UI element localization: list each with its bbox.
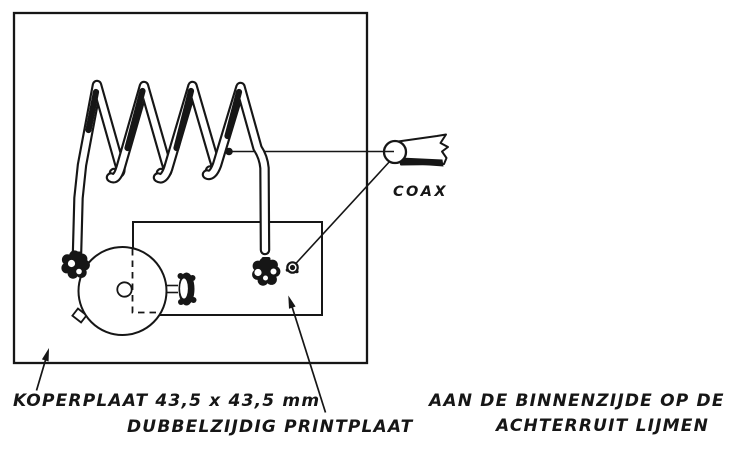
small-terminal-eyelet (285, 261, 299, 274)
solder-terminal-right (252, 257, 281, 286)
disc-center-hole (116, 281, 133, 298)
solder-terminal-left (61, 250, 90, 279)
arrow-printplaat (288, 295, 327, 413)
disc-tab (71, 307, 88, 324)
printplaat-label: DUBBELZIJDIG PRINTPLAAT (127, 417, 414, 437)
coax-connector (382, 133, 449, 167)
arrow-koperplaat (35, 348, 49, 391)
coax-shield-band (400, 157, 444, 167)
knurled-knob (166, 272, 197, 306)
koperplaat-label: KOPERPLAAT 43,5 x 43,5 mm (13, 391, 321, 411)
trimmer-disc (71, 246, 197, 336)
hidden-edge-dashed-line (131, 249, 161, 314)
coax-connection-line (293, 159, 392, 267)
copper-plate-outline (12, 11, 369, 365)
glue-note-line1: AAN DE BINNENZIJDE OP DE (429, 391, 725, 411)
glue-note-line2: ACHTERRUIT LIJMEN (496, 416, 710, 436)
antenna-coil (71, 79, 271, 260)
coil-dark-strokes (85, 87, 243, 152)
coax-label: COAX (393, 184, 448, 200)
tap-dot (225, 147, 233, 156)
